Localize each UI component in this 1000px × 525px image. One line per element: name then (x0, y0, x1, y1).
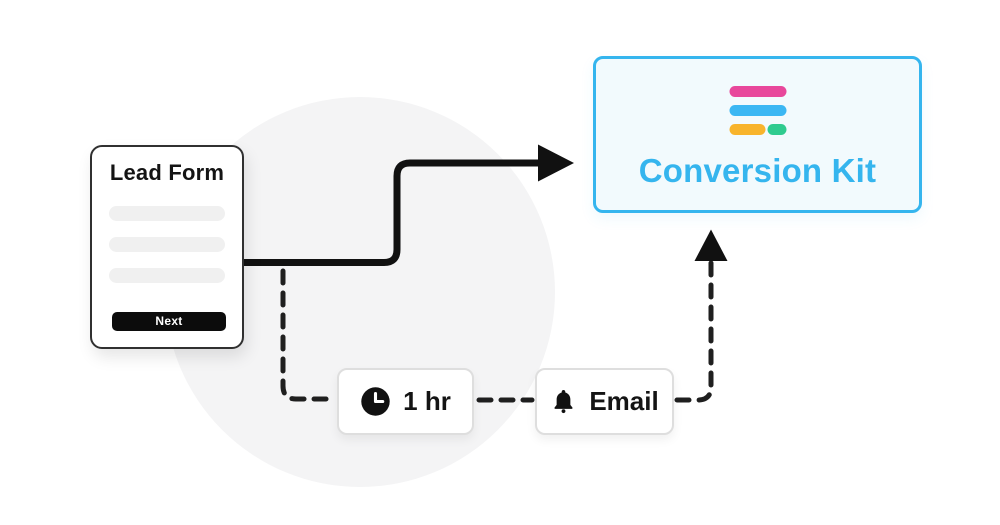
clock-icon (361, 387, 390, 416)
form-field-placeholder (109, 268, 225, 283)
flow-line-email-to-conversion-kit (674, 260, 714, 403)
conversion-kit-card: Conversion Kit (593, 56, 922, 213)
conversion-kit-title: Conversion Kit (638, 152, 877, 189)
next-button: Next (112, 312, 226, 331)
lead-form-card: Lead Form Next (90, 145, 244, 349)
flow-line-lead-form-to-conversion-kit (243, 159, 539, 266)
form-field-placeholder (109, 206, 225, 221)
logo-bar-green (767, 124, 786, 135)
email-node-label: Email (589, 386, 659, 416)
conversion-kit-logo-icon (729, 86, 786, 135)
lead-form-title: Lead Form (109, 160, 225, 185)
email-node: Email (535, 368, 674, 435)
logo-bar-yellow (729, 124, 765, 135)
bell-icon (554, 390, 573, 414)
form-field-placeholder (109, 237, 225, 252)
logo-bar-blue (729, 105, 786, 116)
delay-node-label: 1 hr (403, 386, 451, 416)
delay-node: 1 hr (337, 368, 474, 435)
arrowhead-right-icon (538, 144, 574, 182)
arrowhead-up-icon (694, 229, 728, 261)
logo-bar-pink (729, 86, 786, 97)
flow-line-lead-form-to-delay (280, 268, 337, 402)
